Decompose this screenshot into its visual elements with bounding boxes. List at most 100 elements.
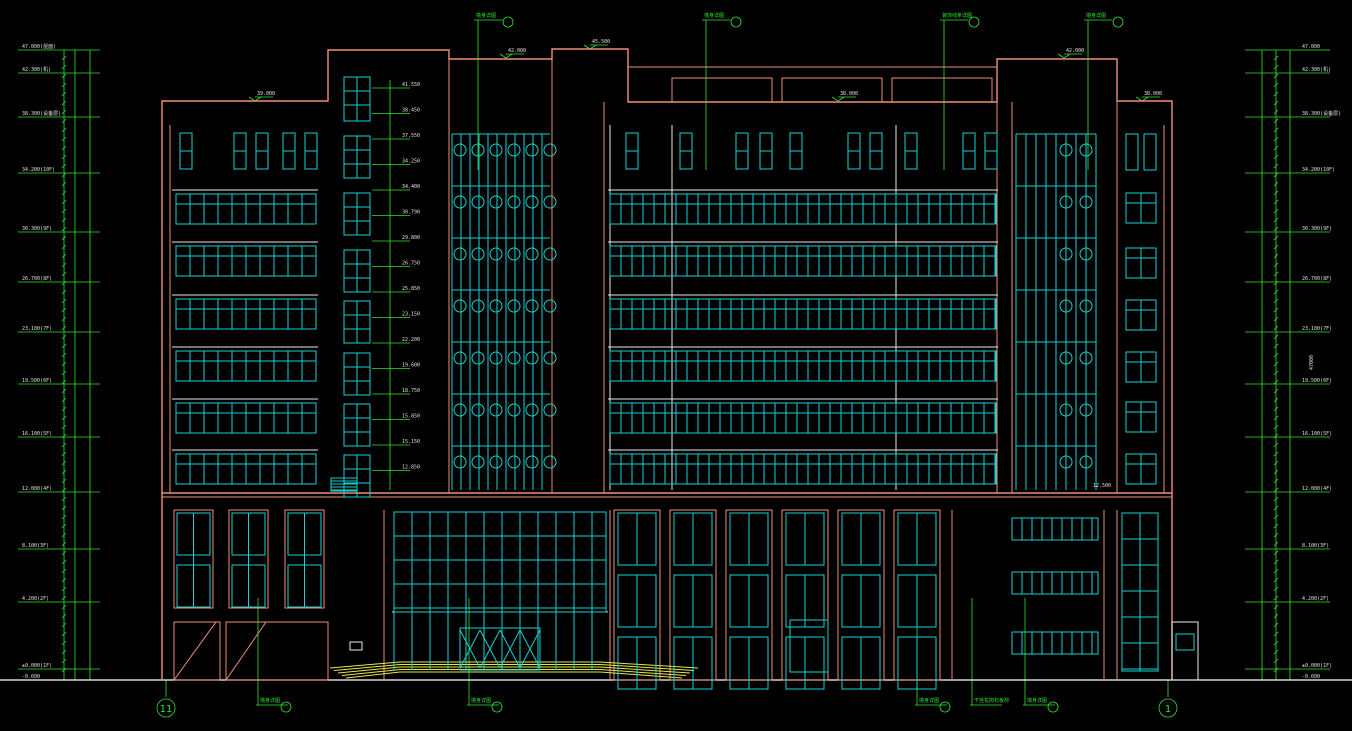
level-label-left: 38.300(设备层) xyxy=(22,110,61,117)
dim-tick xyxy=(1273,298,1279,304)
roof-level-label: 38.000 xyxy=(1144,91,1162,97)
dim-tick xyxy=(61,280,67,286)
dim-tick xyxy=(1273,253,1279,259)
dim-tick xyxy=(61,532,67,538)
stair-level-label: 22.200 xyxy=(402,337,420,343)
dim-tick xyxy=(61,262,67,268)
dim-tick xyxy=(1273,586,1279,592)
dim-tick xyxy=(1273,334,1279,340)
dim-tick xyxy=(1273,514,1279,520)
dim-tick xyxy=(1273,55,1279,61)
dim-tick xyxy=(61,334,67,340)
dim-tick xyxy=(61,487,67,493)
dim-tick xyxy=(61,82,67,88)
dim-tick xyxy=(61,343,67,349)
dim-tick xyxy=(1273,577,1279,583)
stair-level-label: 25.850 xyxy=(402,286,420,292)
curtain-vent xyxy=(525,299,539,313)
dim-tick xyxy=(1273,631,1279,637)
dim-tick xyxy=(1273,127,1279,133)
detail-bubble xyxy=(730,16,742,28)
curtain-vent xyxy=(525,455,539,469)
curtain-vent xyxy=(471,247,485,261)
podium-pier xyxy=(228,509,269,609)
dim-tick xyxy=(61,658,67,664)
dim-tick xyxy=(61,271,67,277)
dim-tick xyxy=(61,667,67,673)
curtain-vent xyxy=(453,351,467,365)
curtain-vent xyxy=(489,351,503,365)
level-marker xyxy=(1057,53,1071,59)
dim-tick xyxy=(1273,649,1279,655)
dim-tick xyxy=(1273,208,1279,214)
curtain-vent xyxy=(1079,143,1093,157)
curtain-vent xyxy=(507,351,521,365)
curtain-vent xyxy=(525,195,539,209)
penthouse-parapet xyxy=(627,66,998,103)
top-note: 墙身详图 xyxy=(1086,12,1106,19)
level-label-right: 19.500(6F) xyxy=(1302,378,1332,384)
dim-tick xyxy=(1273,604,1279,610)
curtain-vent xyxy=(543,455,557,469)
curtain-vent xyxy=(1059,403,1073,417)
level-marker xyxy=(499,53,513,59)
building-silhouette xyxy=(161,48,1173,680)
dim-tick xyxy=(61,118,67,124)
level-label-right: 8.100(3F) xyxy=(1302,543,1329,549)
ribbon-window xyxy=(609,453,997,485)
dim-tick xyxy=(1273,271,1279,277)
dim-tick xyxy=(1273,451,1279,457)
dim-tick xyxy=(61,226,67,232)
axis-bubble-right-label: 1 xyxy=(1165,704,1171,715)
roof-level-label: 45.500 xyxy=(592,39,610,45)
curtain-vent xyxy=(489,455,503,469)
level-label-right: 47.000 xyxy=(1302,44,1320,50)
stair-level-label: 15.850 xyxy=(402,414,420,420)
level-label-left: 42.300(机) xyxy=(22,66,51,73)
dim-tick xyxy=(1273,532,1279,538)
curtain-vent xyxy=(489,403,503,417)
dim-tick xyxy=(1273,559,1279,565)
band-window xyxy=(1011,571,1099,595)
level-label-right: -0.600 xyxy=(1302,674,1320,680)
curtain-vent xyxy=(471,455,485,469)
dim-tick xyxy=(1273,154,1279,160)
dim-tick xyxy=(61,415,67,421)
dim-tick xyxy=(1273,145,1279,151)
dim-tick xyxy=(61,496,67,502)
level-label-left: 4.200(2F) xyxy=(22,596,49,602)
dim-tick xyxy=(61,514,67,520)
curtain-vent xyxy=(471,143,485,157)
dim-tick xyxy=(61,244,67,250)
dim-tick xyxy=(61,199,67,205)
window-layer xyxy=(175,76,1195,690)
level-label-left: 34.200(10F) xyxy=(22,167,55,173)
roof-level-label: 42.000 xyxy=(508,48,526,54)
dim-tick xyxy=(61,460,67,466)
level-label-right: 34.200(10F) xyxy=(1302,167,1335,173)
curtain-vent xyxy=(1059,455,1073,469)
dim-tick xyxy=(61,100,67,106)
dim-tick xyxy=(61,586,67,592)
dim-tick xyxy=(1273,613,1279,619)
roof-level-label: 42.000 xyxy=(1066,48,1084,54)
dim-tick xyxy=(1273,262,1279,268)
dim-tick xyxy=(1273,622,1279,628)
dim-tick xyxy=(1273,109,1279,115)
curtain-vent xyxy=(1079,195,1093,209)
curtain-vent xyxy=(507,143,521,157)
dim-tick xyxy=(1273,235,1279,241)
dim-tick xyxy=(1273,316,1279,322)
curtain-vent xyxy=(543,247,557,261)
detail-bubble xyxy=(280,701,292,713)
level-label-right: 23.100(7F) xyxy=(1302,326,1332,332)
level-label-right: 38.300(设备层) xyxy=(1302,110,1341,117)
dim-tick xyxy=(61,298,67,304)
annotation-layer: 47.000(屋面)42.300(机)38.300(设备层)34.200(10F… xyxy=(22,12,1341,704)
entry-step xyxy=(333,664,695,671)
level-label-right: 16.100(5F) xyxy=(1302,431,1332,437)
garage-diag xyxy=(173,621,217,681)
dim-tick xyxy=(1273,100,1279,106)
ribbon-window xyxy=(609,402,997,434)
